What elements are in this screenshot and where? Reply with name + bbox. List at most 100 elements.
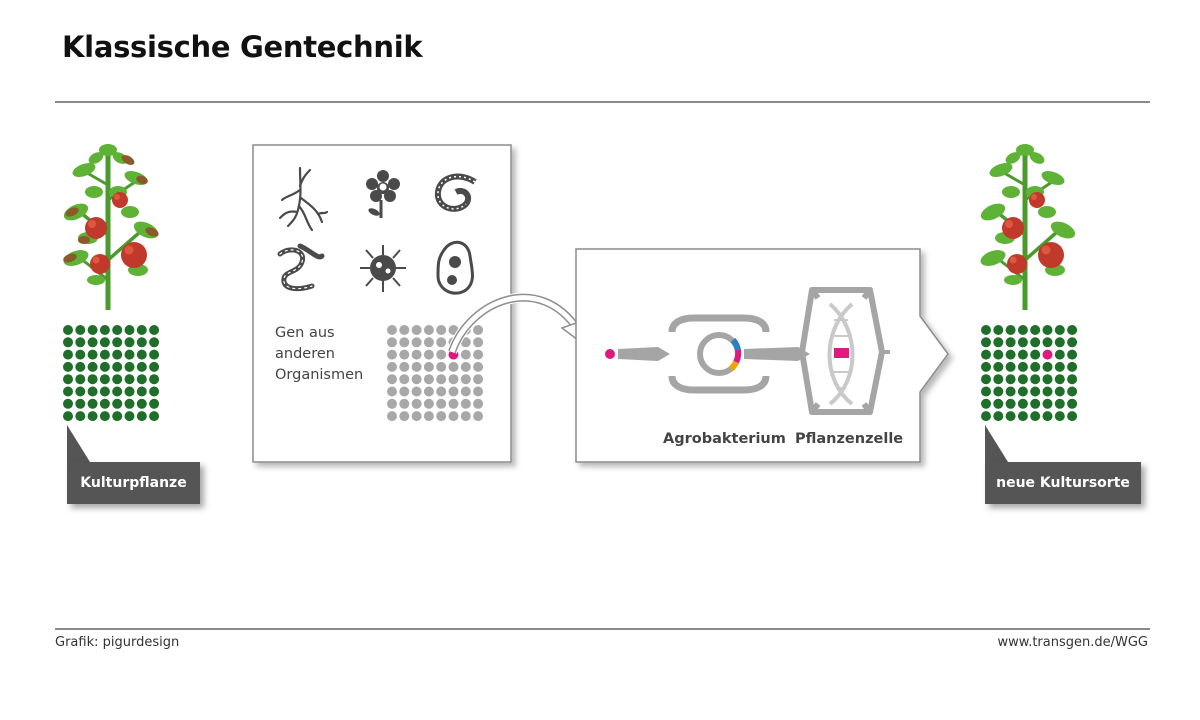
gene-dot — [411, 361, 422, 372]
gene-dot — [149, 398, 160, 409]
gene-dot — [1030, 361, 1041, 372]
gene-dot — [460, 337, 471, 348]
root-icon — [278, 166, 329, 232]
gene-dot — [460, 398, 471, 409]
gene-dot — [387, 337, 397, 348]
gene-dot — [993, 337, 1004, 348]
agrobacterium-icon — [668, 314, 770, 394]
gene-dot — [981, 349, 991, 360]
gene-dot — [1042, 386, 1053, 397]
gene-dot — [473, 386, 484, 397]
gene-dot — [99, 411, 110, 422]
gene-dot — [136, 398, 147, 409]
gene-dot — [75, 374, 86, 385]
gene-dot — [473, 361, 484, 372]
gene-dot — [1054, 325, 1065, 335]
gene-dot — [1030, 374, 1041, 385]
label-pointer — [67, 425, 90, 462]
page-title: Klassische Gentechnik — [62, 30, 423, 64]
gene-dot — [1005, 398, 1016, 409]
gene-dot — [1067, 398, 1078, 409]
gene-dot — [124, 398, 135, 409]
gene-dot — [87, 386, 98, 397]
gene-dot — [75, 361, 86, 372]
gene-dot — [448, 411, 459, 422]
gene-dot — [149, 349, 160, 360]
gene-dot — [1005, 374, 1016, 385]
gene-dot — [448, 361, 459, 372]
gene-dot — [436, 411, 447, 422]
gene-dot — [136, 337, 147, 348]
gene-dot — [411, 374, 422, 385]
gene-dot — [981, 361, 991, 372]
gene-dot — [1030, 325, 1041, 335]
gene-dot — [981, 374, 991, 385]
gene-dot — [1005, 337, 1016, 348]
footer-source: www.transgen.de/WGG — [997, 635, 1148, 650]
gene-dot — [387, 361, 397, 372]
gene-dot — [149, 337, 160, 348]
source-text-line: Gen aus — [275, 325, 335, 341]
gene-dot — [87, 411, 98, 422]
label-pointer — [985, 425, 1008, 462]
gene-dot — [112, 374, 123, 385]
gene-dot — [605, 349, 615, 359]
gene-dot — [423, 337, 434, 348]
gene-dot — [1067, 337, 1078, 348]
gene-dot — [981, 337, 991, 348]
gene-dot — [399, 349, 410, 360]
gene-dot — [1054, 411, 1065, 422]
gene-dot — [149, 325, 160, 335]
gene-dot — [1017, 374, 1028, 385]
chain-bacteria-icon — [277, 243, 325, 292]
gene-dot — [1067, 349, 1078, 360]
gene-dot — [1054, 349, 1065, 360]
gene-dot — [411, 411, 422, 422]
gene-dot — [87, 325, 98, 335]
gene-dot — [1030, 411, 1041, 422]
gene-dot — [1042, 337, 1053, 348]
plant-genome-grid — [63, 325, 160, 422]
gene-dot — [87, 398, 98, 409]
gene-dot — [399, 411, 410, 422]
gene-dot — [75, 325, 86, 335]
plant-cell-icon — [799, 287, 890, 415]
gene-dot — [75, 411, 86, 422]
gene-dot — [436, 325, 447, 335]
inserted-gene-dot — [1042, 349, 1053, 360]
gene-dot — [87, 337, 98, 348]
flower-icon — [366, 170, 400, 218]
gene-dot — [63, 361, 73, 372]
gene-dot — [124, 411, 135, 422]
worm-icon — [434, 173, 477, 212]
gene-dot — [124, 361, 135, 372]
gene-dot — [411, 325, 422, 335]
gene-dot — [1030, 349, 1041, 360]
gene-dot — [99, 349, 110, 360]
gene-dot — [448, 374, 459, 385]
gene-dot — [436, 374, 447, 385]
cell-icon — [436, 240, 474, 295]
gene-dot — [63, 411, 73, 422]
gene-dot — [63, 325, 73, 335]
gene-dot — [436, 361, 447, 372]
gene-dot — [993, 325, 1004, 335]
gene-dot — [399, 361, 410, 372]
gene-dot — [112, 349, 123, 360]
gene-dot — [136, 361, 147, 372]
gene-dot — [1017, 411, 1028, 422]
gene-dot — [981, 325, 991, 335]
gene-dot — [1005, 386, 1016, 397]
gene-dot — [1017, 325, 1028, 335]
gene-dot — [1030, 337, 1041, 348]
gene-dot — [75, 349, 86, 360]
gene-dot — [1042, 361, 1053, 372]
gene-dot — [124, 386, 135, 397]
gene-dot — [124, 337, 135, 348]
gene-dot — [1067, 361, 1078, 372]
gene-dot — [993, 349, 1004, 360]
gene-dot — [1017, 398, 1028, 409]
gene-dot — [1005, 325, 1016, 335]
gene-dot — [1054, 361, 1065, 372]
